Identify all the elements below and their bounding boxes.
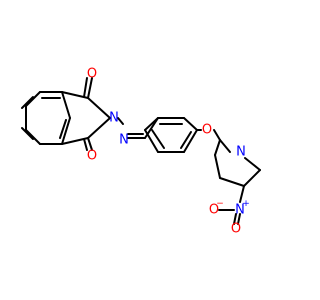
bond [25, 91, 41, 107]
bond [144, 129, 159, 153]
bond [61, 117, 71, 145]
atom-o2: O [87, 149, 97, 164]
bond [87, 117, 111, 139]
bond [213, 129, 221, 141]
bond [87, 97, 111, 119]
atom-o-nitro-minus: O [209, 203, 219, 218]
bond [214, 154, 221, 179]
charge-minus: − [216, 199, 224, 209]
structure-canvas: O O N N O N N + O − O [21, 67, 261, 237]
atom-n-nitro: N [235, 203, 245, 218]
atom-n-imide: N [109, 111, 119, 126]
bond [219, 139, 231, 153]
bond [21, 127, 34, 140]
bond [151, 129, 165, 149]
bond [87, 77, 93, 99]
bond [183, 117, 198, 131]
bond [233, 213, 237, 225]
bond [83, 138, 88, 151]
atom-o1: O [87, 67, 97, 82]
bond [144, 117, 159, 131]
bond [237, 213, 241, 225]
bond [239, 185, 245, 203]
bond [244, 157, 261, 171]
bond [83, 77, 88, 98]
bond-layer [21, 77, 261, 225]
bond [59, 119, 67, 139]
bond [243, 169, 261, 187]
atom-n-imine: N [119, 133, 129, 148]
atom-layer: O O N N O N N + O − O [87, 67, 250, 237]
charge-plus: + [242, 199, 250, 209]
bond [87, 137, 93, 151]
bond [219, 177, 245, 187]
molecule-diagram: O O N N O N N + O − O [21, 67, 261, 237]
atom-o-ether: O [202, 123, 212, 138]
bond [21, 96, 34, 109]
bond [183, 129, 198, 153]
bond [214, 139, 221, 156]
atom-o-nitro: O [231, 222, 241, 237]
bond [25, 129, 41, 145]
bond [61, 91, 71, 119]
bond [180, 131, 192, 149]
bond [117, 117, 124, 125]
atom-n-pyridine: N [236, 145, 246, 160]
